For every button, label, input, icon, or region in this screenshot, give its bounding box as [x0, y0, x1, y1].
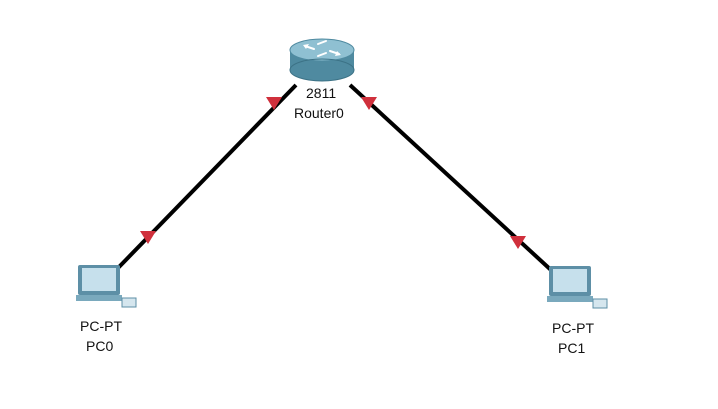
port-indicator-router0-left [266, 97, 282, 110]
pc0-name-label: PC0 [86, 338, 114, 354]
router-name-label: Router0 [294, 105, 344, 121]
router-icon[interactable] [289, 38, 355, 82]
link-router0-pc0[interactable] [116, 83, 298, 270]
port-indicator-router0-right [361, 97, 377, 110]
pc1-model-label: PC-PT [552, 320, 594, 336]
router-model-label: 2811 [306, 85, 337, 101]
port-indicator-pc1 [510, 236, 526, 249]
port-indicator-pc0 [140, 231, 156, 244]
pc1-name-label: PC1 [558, 340, 586, 356]
pc0-model-label: PC-PT [80, 318, 122, 334]
pc-icon[interactable] [547, 266, 608, 309]
pc-icon[interactable] [76, 265, 137, 308]
